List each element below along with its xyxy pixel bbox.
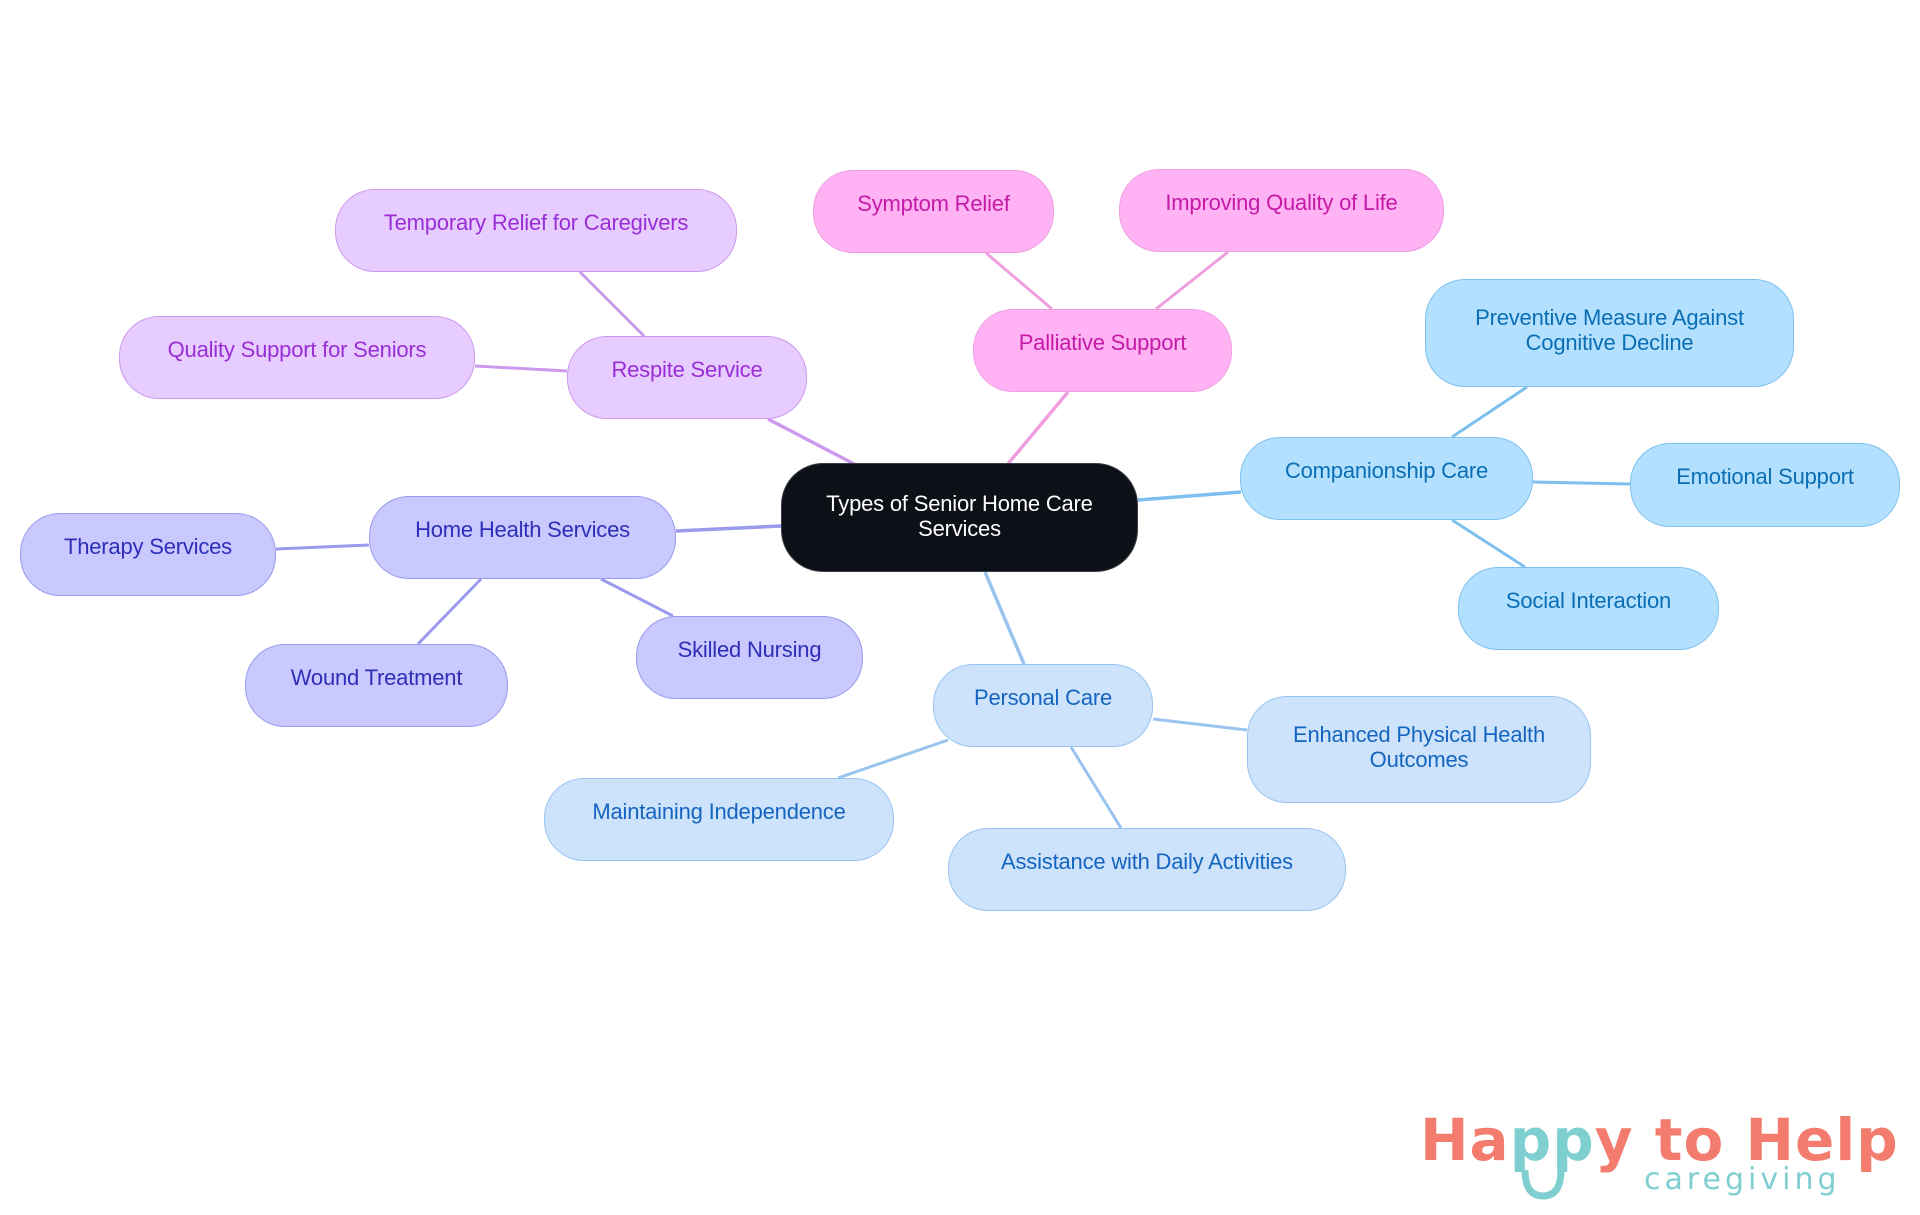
node-respite-service[interactable]: Respite Service — [567, 336, 807, 419]
node-label: Therapy Services — [64, 534, 232, 559]
node-label: Quality Support for Seniors — [167, 337, 427, 362]
node-wound-treatment[interactable]: Wound Treatment — [245, 644, 508, 727]
edge-palliative-qol — [1155, 250, 1229, 311]
edge-root-personal — [983, 571, 1026, 665]
node-enhanced-physical-health[interactable]: Enhanced Physical Health Outcomes — [1247, 696, 1591, 803]
node-preventive-measure[interactable]: Preventive Measure Against Cognitive Dec… — [1425, 279, 1794, 387]
edge-homehealth-wound — [416, 577, 483, 646]
edge-homehealth-skilled — [600, 577, 674, 618]
edge-homehealth-therapy — [275, 543, 370, 551]
node-label: Enhanced Physical Health Outcomes — [1292, 722, 1546, 772]
root-label: Types of Senior Home Care Services — [826, 491, 1093, 541]
edge-personal-enhanced — [1152, 717, 1248, 732]
node-assistance-daily-activities[interactable]: Assistance with Daily Activities — [948, 828, 1346, 911]
node-label: Preventive Measure Against Cognitive Dec… — [1475, 305, 1744, 355]
edge-palliative-symptom — [985, 251, 1053, 311]
node-social-interaction[interactable]: Social Interaction — [1458, 567, 1719, 650]
edge-root-respite — [767, 417, 857, 467]
node-maintaining-independence[interactable]: Maintaining Independence — [544, 778, 894, 861]
edge-companion-preventive — [1451, 385, 1528, 439]
node-companionship-care[interactable]: Companionship Care — [1240, 437, 1533, 520]
node-label: Social Interaction — [1505, 588, 1672, 613]
node-label: Wound Treatment — [290, 665, 463, 690]
node-label: Palliative Support — [1018, 330, 1187, 355]
root-node[interactable]: Types of Senior Home Care Services — [781, 463, 1138, 572]
node-label: Home Health Services — [415, 517, 630, 542]
edge-personal-assistance — [1069, 746, 1123, 829]
node-improving-quality-of-life[interactable]: Improving Quality of Life — [1119, 169, 1444, 252]
logo-wordmark: Happy to Help — [1420, 1108, 1899, 1172]
logo-text-part1: Ha — [1420, 1106, 1510, 1174]
logo-subtitle: caregiving — [1644, 1162, 1841, 1197]
node-therapy-services[interactable]: Therapy Services — [20, 513, 276, 596]
node-label: Assistance with Daily Activities — [1001, 849, 1293, 874]
edge-companion-social — [1451, 518, 1526, 569]
node-palliative-support[interactable]: Palliative Support — [973, 309, 1232, 392]
edge-root-homehealth — [675, 524, 782, 533]
edge-root-companionship — [1137, 490, 1242, 502]
node-temporary-relief[interactable]: Temporary Relief for Caregivers — [335, 189, 737, 272]
logo-text-part2: pp — [1509, 1106, 1595, 1174]
node-personal-care[interactable]: Personal Care — [933, 664, 1153, 747]
edge-root-palliative — [1005, 390, 1070, 467]
happy-to-help-logo: Happy to Help caregiving — [1420, 1108, 1898, 1203]
node-label: Emotional Support — [1676, 464, 1854, 489]
node-label: Skilled Nursing — [677, 637, 822, 662]
node-label: Improving Quality of Life — [1165, 190, 1398, 215]
node-label: Companionship Care — [1284, 458, 1489, 483]
node-skilled-nursing[interactable]: Skilled Nursing — [636, 616, 863, 699]
logo-text-part3: y to Help — [1594, 1106, 1899, 1174]
node-emotional-support[interactable]: Emotional Support — [1630, 443, 1900, 527]
node-label: Personal Care — [973, 685, 1113, 710]
node-home-health-services[interactable]: Home Health Services — [369, 496, 676, 579]
node-symptom-relief[interactable]: Symptom Relief — [813, 170, 1054, 253]
node-quality-support[interactable]: Quality Support for Seniors — [119, 316, 475, 399]
node-label: Temporary Relief for Caregivers — [383, 210, 689, 235]
edge-personal-independence — [837, 738, 949, 780]
edge-respite-quality — [474, 364, 568, 373]
node-label: Symptom Relief — [857, 191, 1010, 216]
edge-respite-temporary — [578, 270, 646, 338]
smile-icon — [1521, 1169, 1565, 1200]
node-label: Maintaining Independence — [592, 799, 846, 824]
edge-companion-emotional — [1532, 480, 1631, 486]
node-label: Respite Service — [611, 357, 763, 382]
